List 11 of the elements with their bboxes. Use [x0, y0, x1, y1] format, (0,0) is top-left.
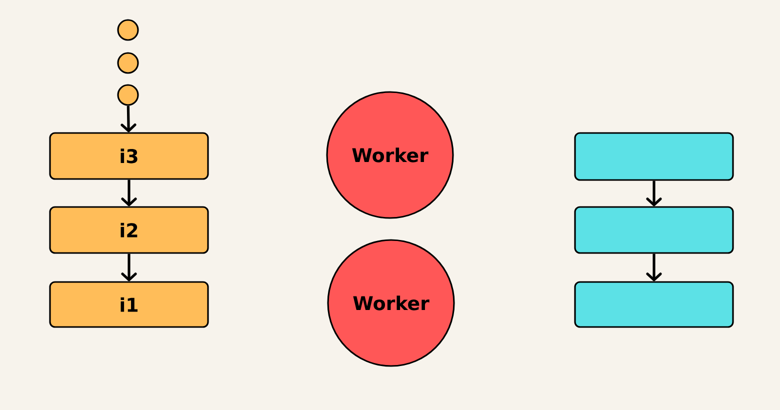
process-box: i2 — [49, 206, 209, 254]
arrow — [646, 254, 662, 282]
process-box: i3 — [49, 132, 209, 180]
arrow — [121, 180, 137, 206]
arrow — [646, 180, 662, 206]
empty-box — [574, 132, 734, 181]
process-box: i1 — [49, 281, 209, 328]
empty-box — [574, 206, 734, 254]
arrow — [120, 106, 136, 132]
empty-box — [574, 281, 734, 328]
arrow — [121, 254, 137, 282]
